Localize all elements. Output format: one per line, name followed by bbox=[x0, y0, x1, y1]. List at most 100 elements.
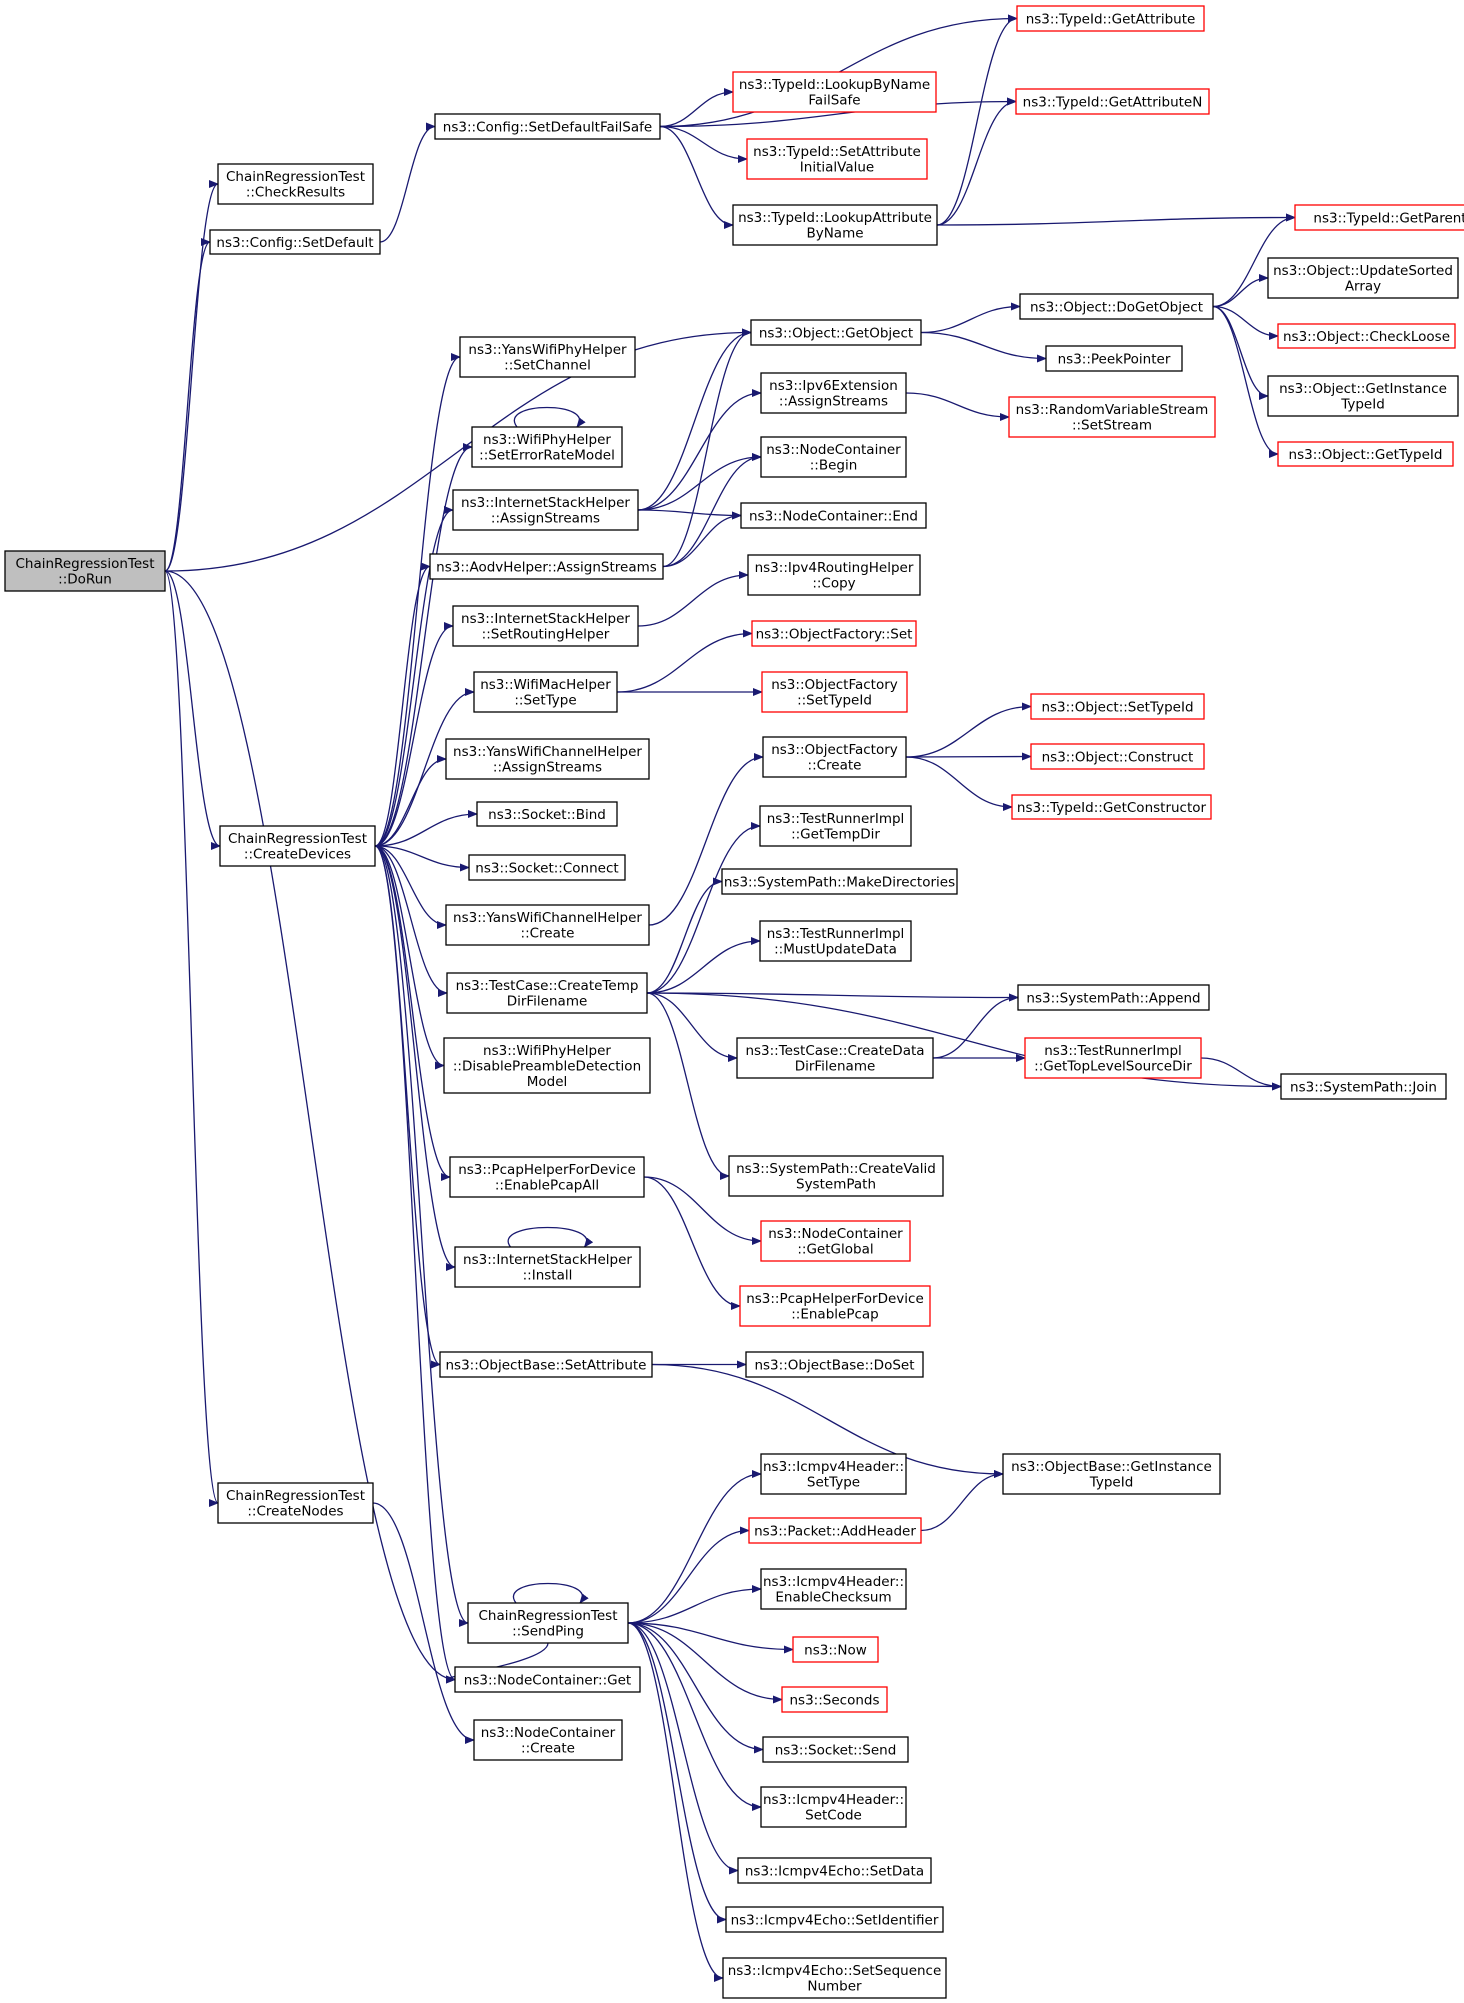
node-nodecontainer-create: ns3::NodeContainer::Create bbox=[473, 1719, 623, 1761]
node-typeid-getconstructor[interactable]: ns3::TypeId::GetConstructor bbox=[1011, 794, 1212, 820]
node-box bbox=[429, 553, 664, 580]
node-label: ns3::NodeContainer bbox=[481, 1725, 616, 1741]
node-typeid-getattributen[interactable]: ns3::TypeId::GetAttributeN bbox=[1015, 88, 1210, 115]
edge-createdevices-to-objectbase-setattribute bbox=[374, 845, 441, 1369]
node-object-gettypeid[interactable]: ns3::Object::GetTypeId bbox=[1277, 441, 1454, 467]
node-label: ::SetRoutingHelper bbox=[482, 627, 610, 643]
node-label: ns3::PcapHelperForDevice bbox=[458, 1162, 636, 1178]
node-now[interactable]: ns3::Now bbox=[792, 1636, 879, 1663]
node-label: ns3::Socket::Connect bbox=[475, 860, 618, 876]
node-box bbox=[760, 1786, 907, 1828]
node-typeid-getattribute[interactable]: ns3::TypeId::GetAttribute bbox=[1016, 5, 1205, 32]
node-label: ns3::WifiPhyHelper bbox=[483, 432, 611, 448]
node-label: EnableChecksum bbox=[775, 1590, 891, 1606]
node-label: ns3::YansWifiChannelHelper bbox=[453, 744, 642, 760]
edge-createdevices-to-wifiphy-disablepreamble bbox=[374, 845, 445, 1070]
edge-createdevices-to-internetstack-assignstreams bbox=[374, 506, 454, 847]
node-box bbox=[762, 736, 907, 778]
edge-config-setdefault-to-config-setdefaultfailsafe bbox=[379, 122, 436, 243]
node-label: ::DoRun bbox=[58, 572, 112, 588]
node-box bbox=[725, 1906, 944, 1933]
node-label: ::AssignStreams bbox=[491, 511, 600, 527]
node-nodecontainer-getglobal[interactable]: ns3::NodeContainer::GetGlobal bbox=[760, 1220, 911, 1262]
node-box bbox=[446, 972, 648, 1014]
edge-sendping-to-socket-send bbox=[627, 1622, 764, 1754]
node-box bbox=[759, 920, 912, 962]
node-createdevices: ChainRegressionTest::CreateDevices bbox=[219, 825, 376, 867]
node-label: ::SetTypeId bbox=[797, 693, 872, 709]
node-objectfactory-settypeid[interactable]: ns3::ObjectFactory::SetTypeId bbox=[761, 671, 908, 713]
node-box bbox=[740, 502, 927, 529]
node-label: ns3::ObjectBase::SetAttribute bbox=[446, 1357, 647, 1373]
edge-internetstack-assignstreams-to-nodecontainer-end bbox=[637, 509, 742, 520]
node-box bbox=[722, 1957, 947, 1999]
edge-dorun-to-checkresults bbox=[164, 180, 219, 572]
node-label: ns3::NodeContainer bbox=[768, 1226, 903, 1242]
node-label: ns3::Now bbox=[804, 1642, 867, 1658]
node-label: ::SetErrorRateModel bbox=[479, 448, 615, 464]
node-socket-bind: ns3::Socket::Bind bbox=[476, 801, 618, 827]
node-rvs-setstream[interactable]: ns3::RandomVariableStream::SetStream bbox=[1008, 396, 1216, 438]
node-box bbox=[1277, 441, 1454, 467]
node-label: ns3::Packet::AddHeader bbox=[754, 1523, 916, 1539]
node-sendping: ChainRegressionTest::SendPing bbox=[467, 1602, 629, 1644]
node-object-checkloose[interactable]: ns3::Object::CheckLoose bbox=[1277, 323, 1456, 349]
node-label: ::DisablePreambleDetection bbox=[453, 1058, 641, 1074]
node-box bbox=[439, 1351, 653, 1378]
edge-dorun-to-object-getobject bbox=[164, 328, 752, 572]
node-box bbox=[748, 1517, 922, 1544]
edge-createdevices-to-internetstack-setroutinghelper bbox=[374, 622, 454, 847]
node-label: ns3::Icmpv4Echo::SetSequence bbox=[728, 1963, 942, 1979]
node-box bbox=[1267, 257, 1459, 299]
node-object-settypeid[interactable]: ns3::Object::SetTypeId bbox=[1030, 693, 1205, 720]
node-label: ::Create bbox=[808, 758, 862, 774]
node-label: ns3::Icmpv4Header:: bbox=[763, 1792, 904, 1808]
node-label: ns3::Object::GetObject bbox=[759, 325, 913, 341]
node-label: ns3::Seconds bbox=[790, 1692, 880, 1708]
edge-testcase-createtempdirfilename-to-testrunner-mustupdatedata bbox=[646, 937, 761, 994]
node-label: ns3::Ipv6Extension bbox=[769, 378, 898, 394]
node-packet-addheader[interactable]: ns3::Packet::AddHeader bbox=[748, 1517, 922, 1544]
node-systempath-join: ns3::SystemPath::Join bbox=[1280, 1073, 1447, 1100]
node-pcaphelper-enablepcap[interactable]: ns3::PcapHelperForDevice::EnablePcap bbox=[739, 1285, 931, 1327]
edge-object-getobject-to-peekpointer bbox=[920, 331, 1047, 363]
node-testrunner-gettempdir: ns3::TestRunnerImpl::GetTempDir bbox=[759, 805, 912, 847]
node-aodv-assignstreams: ns3::AodvHelper::AssignStreams bbox=[429, 553, 664, 580]
node-label: ::Copy bbox=[812, 576, 855, 592]
node-typeid-getparent[interactable]: ns3::TypeId::GetParent bbox=[1294, 204, 1464, 231]
node-object-construct[interactable]: ns3::Object::Construct bbox=[1030, 743, 1205, 770]
edge-wifimac-settype-to-objectfactory-set bbox=[616, 629, 753, 693]
node-label: ns3::Config::SetDefault bbox=[216, 235, 373, 251]
node-seconds[interactable]: ns3::Seconds bbox=[781, 1686, 888, 1713]
node-label: ns3::NodeContainer bbox=[766, 442, 901, 458]
node-label: ns3::Icmpv4Header:: bbox=[763, 1459, 904, 1475]
node-socket-connect: ns3::Socket::Connect bbox=[468, 854, 626, 881]
node-label: Number bbox=[807, 1979, 862, 1995]
node-label: ns3::Object::CheckLoose bbox=[1283, 329, 1450, 345]
node-label: ns3::Ipv4RoutingHelper bbox=[755, 560, 914, 576]
node-label: ns3::TestRunnerImpl bbox=[1044, 1043, 1182, 1059]
node-objectfactory-set[interactable]: ns3::ObjectFactory::Set bbox=[751, 620, 917, 647]
node-label: ns3::AodvHelper::AssignStreams bbox=[436, 559, 657, 575]
node-box bbox=[761, 671, 908, 713]
node-label: ns3::SystemPath::CreateValid bbox=[736, 1161, 936, 1177]
edge-typeid-lookupattributebyname-to-typeid-getattribute bbox=[936, 14, 1018, 226]
node-label: ::MustUpdateData bbox=[774, 942, 897, 958]
node-label: ns3::InternetStackHelper bbox=[461, 611, 630, 627]
edge-object-dogetobject-to-object-checkloose bbox=[1212, 305, 1279, 340]
node-label: ::SetStream bbox=[1072, 418, 1152, 434]
node-icmpv4header-setcode: ns3::Icmpv4Header::SetCode bbox=[760, 1786, 907, 1828]
node-box bbox=[445, 738, 650, 780]
node-label: ns3::TypeId::GetParent bbox=[1313, 210, 1464, 226]
node-testrunner-gettoplevelsourcedir[interactable]: ns3::TestRunnerImpl::GetTopLevelSourceDi… bbox=[1024, 1037, 1202, 1079]
edge-sendping-to-sendping bbox=[512, 1582, 589, 1604]
node-label: ns3::SystemPath::Join bbox=[1290, 1079, 1437, 1095]
edge-sendping-to-icmpv4echo-setidentifier bbox=[627, 1622, 727, 1924]
